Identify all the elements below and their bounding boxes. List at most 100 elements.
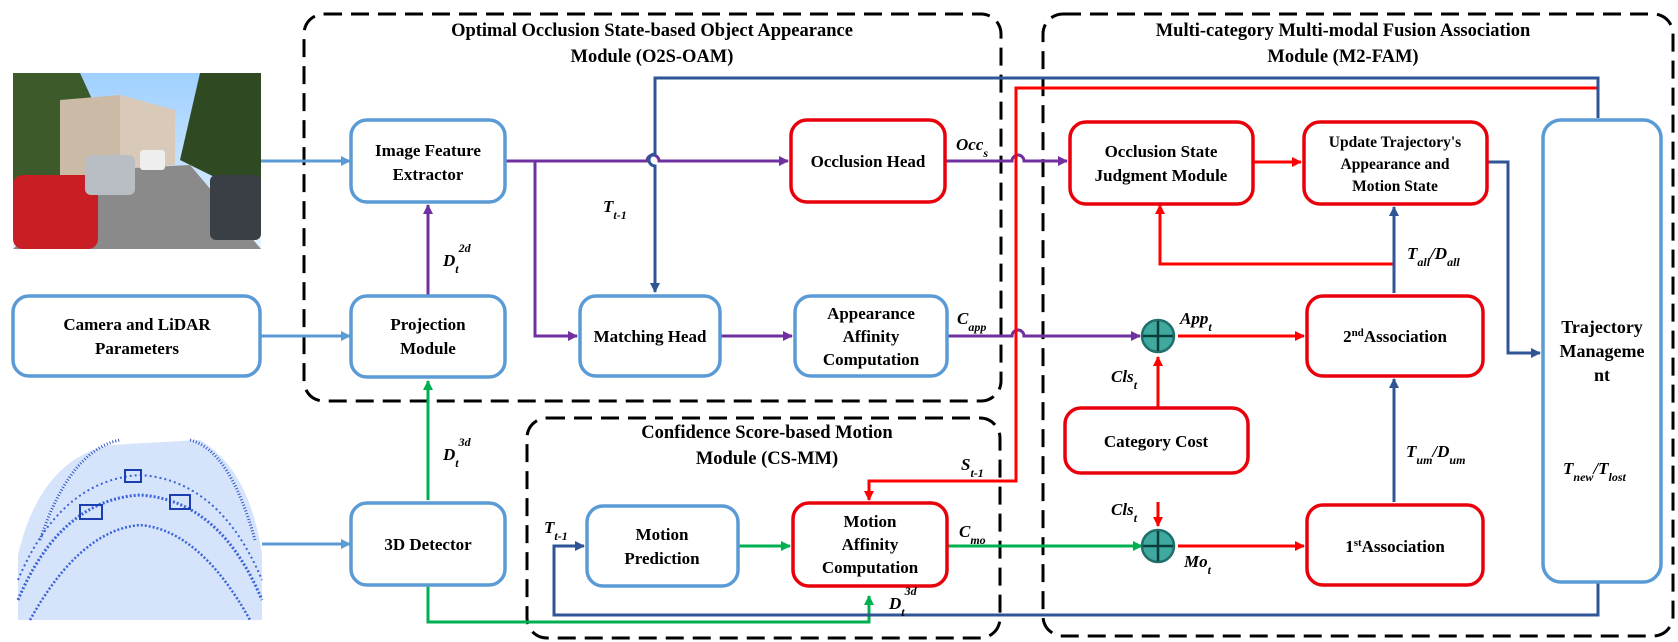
label-occ-s: Occs <box>956 135 988 160</box>
box-label: Affinity <box>842 535 899 554</box>
label-sub: t-1 <box>970 466 983 480</box>
label-app-t: Appt <box>1179 309 1212 334</box>
box-trajectory-management: Trajectory Manageme nt <box>1541 118 1663 584</box>
label-base: Mo <box>1183 552 1208 571</box>
label-cls-t-bottom: Clst <box>1111 500 1138 525</box>
label-t-all-d-all: Tall/Dall <box>1407 244 1460 269</box>
box-update-trajectory: Update Trajectory's Appearance and Motio… <box>1302 120 1489 206</box>
label-base: D <box>888 594 901 613</box>
box-label: 2ndAssociation <box>1343 327 1447 346</box>
label-slash: / <box>1591 459 1600 478</box>
label-sub: new <box>1573 470 1594 484</box>
box-label: Motion <box>844 512 897 531</box>
box-label: nt <box>1594 365 1610 385</box>
box-label: Matching Head <box>594 327 707 346</box>
box-2nd-association: 2ndAssociation <box>1305 294 1485 378</box>
label-t-um-d-um: Tum/Dum <box>1406 442 1465 467</box>
box-label: Camera and LiDAR <box>63 315 211 334</box>
label-base: S <box>961 455 970 474</box>
label-sub: t <box>1208 320 1212 334</box>
label-base: Cls <box>1111 500 1134 519</box>
box-3d-detector: 3D Detector <box>349 501 507 587</box>
box-label: Extractor <box>393 165 464 184</box>
box-label: Trajectory <box>1561 317 1643 337</box>
ordinal-suffix: st <box>1354 537 1362 549</box>
label-base: Cls <box>1111 367 1134 386</box>
label-sup: 3d <box>458 435 472 449</box>
module-frame-oam <box>302 12 1003 403</box>
box-occlusion-head: Occlusion Head <box>789 118 947 204</box>
module-frame-csmm <box>525 416 1002 640</box>
label-slash: / <box>1430 442 1439 461</box>
label-sub: mo <box>970 533 985 547</box>
box-label: Prediction <box>624 549 700 568</box>
label-sub: app <box>968 320 986 334</box>
ordinal-number: 1 <box>1345 537 1354 556</box>
label-s-prev: St-1 <box>961 455 984 480</box>
box-label: Affinity <box>843 327 900 346</box>
label-sub: t <box>1208 563 1212 577</box>
label-sub2: lost <box>1609 470 1627 484</box>
label-base2: D <box>1434 244 1447 263</box>
box-projection-module: Projection Module <box>349 294 507 379</box>
label-c-app: Capp <box>957 309 986 334</box>
box-category-cost: Category Cost <box>1063 406 1250 475</box>
box-label: Module <box>400 339 456 358</box>
label-base2: T <box>1598 459 1609 478</box>
label-sub2: all <box>1447 255 1460 269</box>
box-motion-prediction: Motion Prediction <box>585 504 740 588</box>
label-sub: t <box>1134 378 1138 392</box>
box-motion-affinity: Motion Affinity Computation <box>791 501 949 588</box>
box-label: Image Feature <box>375 141 481 160</box>
oam-title-line2: Module (O2S-OAM) <box>571 47 734 67</box>
label-t-new-t-lost: Tnew/Tlost <box>1563 459 1627 484</box>
label-mo-t: Mot <box>1183 552 1212 577</box>
lidar-point-cloud-image <box>16 438 264 621</box>
fusion-node-appearance <box>1140 318 1176 354</box>
box-label: Update Trajectory's <box>1329 134 1461 151</box>
label-base2: D <box>1436 442 1449 461</box>
label-d-3d-bottom: Dt3d <box>888 584 918 619</box>
module-frame-fam <box>1041 12 1675 638</box>
box-label: Judgment Module <box>1095 166 1228 185</box>
label-sub: t <box>455 262 459 276</box>
label-base: D <box>442 251 455 270</box>
box-label: Computation <box>823 350 920 369</box>
association-text: Association <box>1364 327 1448 346</box>
box-matching-head: Matching Head <box>578 294 722 378</box>
label-cls-t-top: Clst <box>1111 367 1138 392</box>
box-appearance-affinity: Appearance Affinity Computation <box>793 294 949 378</box>
box-image-feature-extractor: Image Feature Extractor <box>349 118 507 204</box>
label-t-prev-top: Tt-1 <box>603 197 627 222</box>
fam-title-line1: Multi-category Multi-modal Fusion Associ… <box>1156 21 1531 41</box>
connector-lines <box>260 76 1600 624</box>
box-label: Occlusion State <box>1105 142 1218 161</box>
label-base: D <box>442 445 455 464</box>
box-camera-lidar-params: Camera and LiDAR Parameters <box>11 294 262 378</box>
label-base: T <box>1407 244 1418 263</box>
box-label: Motion <box>636 525 689 544</box>
box-label: 1stAssociation <box>1345 537 1445 556</box>
box-occlusion-state-judgment: Occlusion State Judgment Module <box>1068 120 1255 206</box>
box-label: Manageme <box>1560 341 1645 361</box>
label-base: T <box>544 518 555 537</box>
street-camera-image <box>13 73 261 249</box>
box-label: 3D Detector <box>384 535 472 554</box>
label-slash: / <box>1428 244 1437 263</box>
label-sub: s <box>982 146 988 160</box>
label-sup: 3d <box>904 584 918 598</box>
label-base: T <box>603 197 614 216</box>
label-sub: t <box>1134 511 1138 525</box>
label-sub: um <box>1416 453 1432 467</box>
label-sup: 2d <box>458 241 472 255</box>
ordinal-suffix: nd <box>1352 327 1364 339</box>
label-base: Occ <box>956 135 984 154</box>
ordinal-number: 2 <box>1343 327 1352 346</box>
box-label: Appearance and <box>1341 156 1450 173</box>
csmm-title-line1: Confidence Score-based Motion <box>641 423 893 443</box>
box-label: Motion State <box>1352 178 1438 195</box>
box-label: Projection <box>390 315 466 334</box>
box-1st-association: 1stAssociation <box>1305 503 1485 587</box>
label-sub2: um <box>1449 453 1465 467</box>
